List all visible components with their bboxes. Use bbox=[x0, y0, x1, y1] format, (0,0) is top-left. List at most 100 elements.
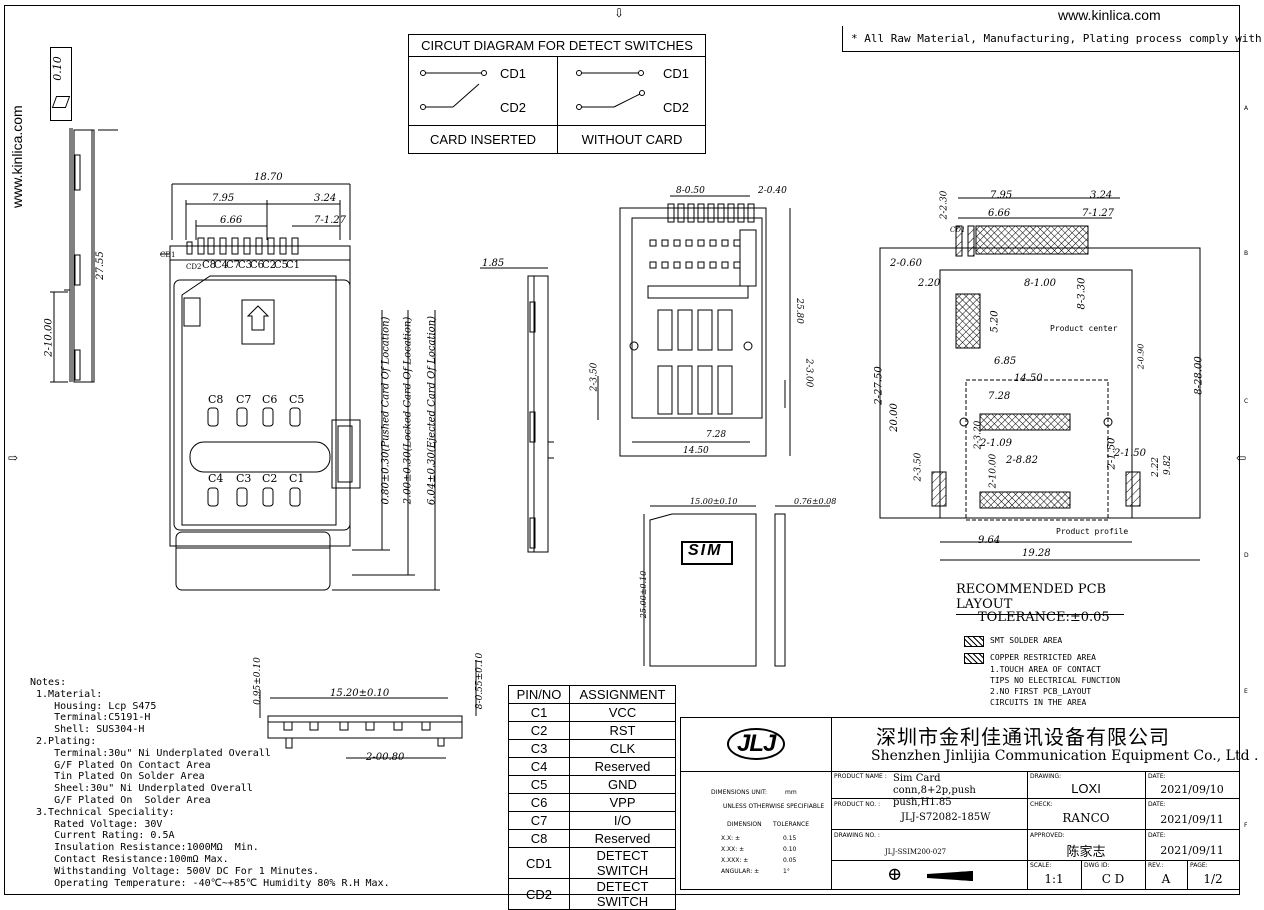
contact-label-C7: C7 bbox=[236, 393, 252, 406]
inserted-cd2: CD2 bbox=[500, 100, 527, 115]
rohs-note: * All Raw Material, Manufacturing, Plati… bbox=[851, 32, 1264, 45]
note-line-8: Tin Plated On Solder Area bbox=[30, 771, 205, 783]
smt-legend-icon bbox=[964, 636, 984, 647]
sim-logo: SIM bbox=[688, 542, 723, 559]
pin-label-C6: C6 bbox=[250, 260, 265, 271]
product-center-label: Product center bbox=[1050, 324, 1118, 333]
note-line-5: 2.Plating: bbox=[30, 735, 97, 747]
legend-note-1: TIPS NO ELECTRICAL FUNCTION bbox=[990, 676, 1121, 685]
pin-cell: C2 bbox=[508, 721, 570, 740]
sim-card bbox=[643, 505, 830, 667]
assignment-cell: VCC bbox=[569, 703, 676, 722]
pcb-dim-26: 9.64 bbox=[978, 535, 1001, 546]
note-line-7: G/F Plated On Contact Area bbox=[30, 759, 211, 771]
pin-cell: C1 bbox=[508, 703, 570, 722]
pin-label-C8: C8 bbox=[202, 260, 217, 271]
tol-val-2: 0.05 bbox=[783, 857, 797, 864]
pushed-card-location: 0.80±0.30(Pushed Card Of Location) bbox=[380, 316, 392, 505]
date-1: 2021/09/10 bbox=[1160, 783, 1224, 796]
product-name-label: PRODUCT NAME : bbox=[834, 773, 887, 780]
note-line-13: Current Rating: 0.5A bbox=[30, 830, 175, 842]
pcb-dim-16: 8-28.00 bbox=[1193, 356, 1205, 395]
website-top[interactable]: www.kinlica.com bbox=[1058, 7, 1161, 23]
note-line-3: Terminal:C5191-H bbox=[30, 712, 151, 724]
pcb-dim-19: 2-8.82 bbox=[1006, 455, 1039, 466]
switch-symbols bbox=[420, 70, 645, 110]
pcb-dim-11: 14.50 bbox=[1014, 373, 1043, 384]
drawing-no-label: DRAWING NO. : bbox=[834, 832, 880, 839]
pcb-dim-6: 2.20 bbox=[918, 278, 941, 289]
locked-card-location: 2.00±0.30(Locked Card Of Location) bbox=[402, 316, 414, 505]
assignment-cell: RST bbox=[569, 721, 676, 740]
contact-label-C8: C8 bbox=[208, 393, 224, 406]
label-card-inserted: CARD INSERTED bbox=[430, 132, 536, 147]
border-letter-B: B bbox=[1244, 250, 1249, 257]
pcb-layout bbox=[879, 197, 1201, 561]
pcb-title: RECOMMENDED PCB LAYOUT bbox=[956, 582, 1124, 615]
pcb-dim-3: 6.66 bbox=[988, 208, 1011, 219]
drawing-no: JLJ-SSIM200-027 bbox=[885, 848, 947, 856]
front-cd1: CD1 bbox=[160, 251, 176, 259]
pcb-dim-9: 5.20 bbox=[989, 310, 1001, 333]
pcb-dim-24: 2.22 bbox=[1151, 456, 1162, 478]
note-line-4: Shell: SUS304-H bbox=[30, 724, 145, 736]
tol-dim-3: ANGULAR: ± bbox=[721, 868, 760, 875]
pin-label-C1: C1 bbox=[286, 260, 301, 271]
dim-8-0-55: 8-0.55±0.10 bbox=[475, 652, 486, 710]
note-line-6: Terminal:30u" Ni Underplated Overall bbox=[30, 747, 271, 759]
dim-8-0-50: 8-0.50 bbox=[676, 186, 705, 196]
assignment-cell: Reserved bbox=[569, 757, 676, 776]
tolerance-label: TOLERANCE bbox=[773, 821, 810, 828]
website-side[interactable]: www.kinlica.com bbox=[9, 105, 25, 208]
note-line-2: Housing: Lcp S475 bbox=[30, 700, 157, 712]
dim-18-70: 18.70 bbox=[254, 172, 283, 183]
pcb-dim-8: 8-3.30 bbox=[1076, 277, 1088, 310]
check-label: CHECK: bbox=[1030, 801, 1053, 808]
card-height: 25.00±0.10 bbox=[639, 570, 649, 619]
pcb-dim-0: 7.95 bbox=[990, 190, 1013, 201]
ejected-card-location: 6.04±0.30(Ejected Card Of Location) bbox=[426, 315, 438, 506]
card-thickness: 0.76±0.08 bbox=[794, 497, 837, 506]
assignment-header: ASSIGNMENT bbox=[569, 685, 676, 704]
pcb-dim-23: 2-1.50 bbox=[1114, 448, 1147, 459]
assignment-cell: Reserved bbox=[569, 829, 676, 848]
circuit-title: CIRCUT DIAGRAM FOR DETECT SWITCHES bbox=[421, 38, 693, 53]
dim-2-3-50: 2-3.50 bbox=[589, 362, 600, 392]
border-letter-A: A bbox=[1244, 105, 1249, 112]
legend-note-3: CIRCUITS IN THE AREA bbox=[990, 698, 1087, 707]
dim-6-66: 6.66 bbox=[220, 215, 243, 226]
dim-3-24: 3.24 bbox=[314, 193, 337, 204]
pin-cell: C3 bbox=[508, 739, 570, 758]
pcb-dim-21: 2-3.50 bbox=[913, 452, 924, 482]
approved-by: 陈家志 bbox=[1066, 845, 1106, 860]
border-letter-D: D bbox=[1244, 552, 1249, 559]
date-label-2: DATE: bbox=[1148, 801, 1166, 808]
product-no: JLJ-S72082-185W bbox=[901, 812, 991, 823]
drawing-label: DRAWING: bbox=[1030, 773, 1062, 780]
unless-label: UNLESS OTHERWISE SPECIFIABLE bbox=[723, 803, 825, 810]
note-line-17: Operating Temperature: -40℃~+85℃ Humidit… bbox=[30, 877, 390, 889]
pin-cell: C6 bbox=[508, 793, 570, 812]
title-block: JLJ 深圳市金利佳通讯设备有限公司 Shenzhen Jinlijia Com… bbox=[680, 717, 1258, 890]
dimension-label: DIMENSION bbox=[727, 821, 762, 828]
pin-label-C3: C3 bbox=[238, 260, 253, 271]
inserted-cd1: CD1 bbox=[500, 66, 527, 81]
left-side-profile bbox=[50, 128, 118, 383]
flatness-icon bbox=[51, 96, 71, 108]
assignment-cell: I/O bbox=[569, 811, 676, 830]
contact-label-C2: C2 bbox=[262, 472, 278, 485]
tol-val-1: 0.10 bbox=[783, 846, 797, 853]
notes: Notes: 1.Material: Housing: Lcp S475 Ter… bbox=[30, 677, 390, 889]
note-line-1: 1.Material: bbox=[30, 688, 103, 700]
dim-2-3-00: 2-3.00 bbox=[803, 358, 814, 388]
right-center-arrow-icon: ⇦ bbox=[1236, 451, 1247, 465]
pin-cell: C5 bbox=[508, 775, 570, 794]
tol-val-0: 0.15 bbox=[783, 835, 797, 842]
